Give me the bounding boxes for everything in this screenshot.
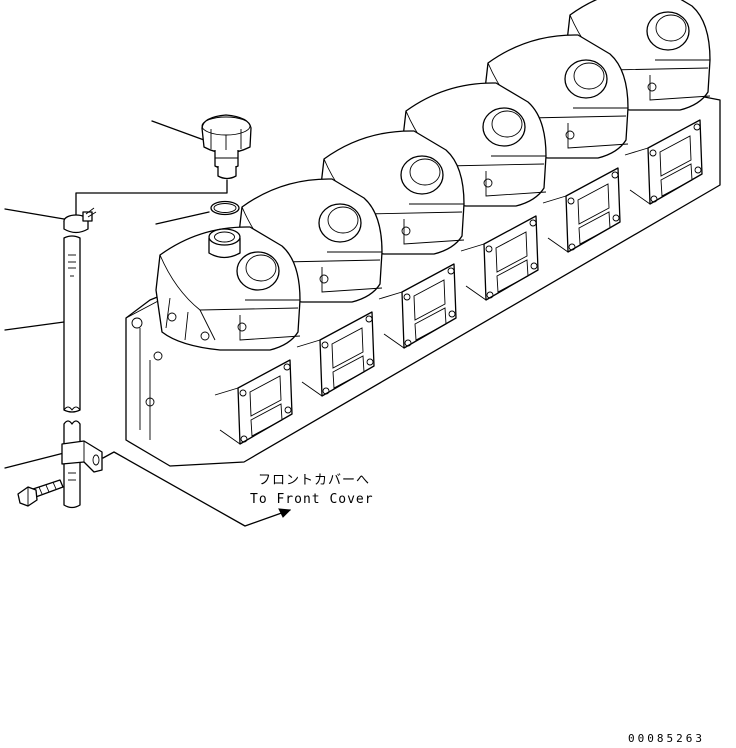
cover-cap (236, 251, 280, 291)
leader-hose-bracket (4, 452, 65, 469)
connection-line (75, 179, 228, 216)
cover-cap (646, 11, 690, 51)
cylinder-head-assembly (125, 0, 721, 467)
hose-bracket (61, 440, 103, 473)
oil-filler-neck (208, 228, 241, 259)
annotation-en: To Front Cover (250, 492, 374, 507)
leader-o-ring (155, 211, 210, 225)
mounting-bolt (17, 479, 64, 507)
leader-hose-clamp (4, 208, 65, 220)
breather-cap (201, 114, 252, 180)
document-number: 00085263 (628, 732, 705, 745)
breather-hose (63, 235, 81, 509)
hose-clamp (63, 207, 97, 234)
o-ring (210, 200, 240, 216)
front-cover-arrow (102, 451, 292, 527)
annotation-jp: フロントカバーへ (258, 473, 370, 488)
cover-cap (318, 203, 362, 243)
cover-cap (482, 107, 526, 147)
cover-cap (564, 59, 608, 99)
leader-breather-hose (4, 321, 65, 331)
callout-leaders (4, 120, 210, 469)
leader-breather-cap (151, 120, 205, 141)
cylinder-1 (155, 226, 301, 445)
cover-cap (400, 155, 444, 195)
